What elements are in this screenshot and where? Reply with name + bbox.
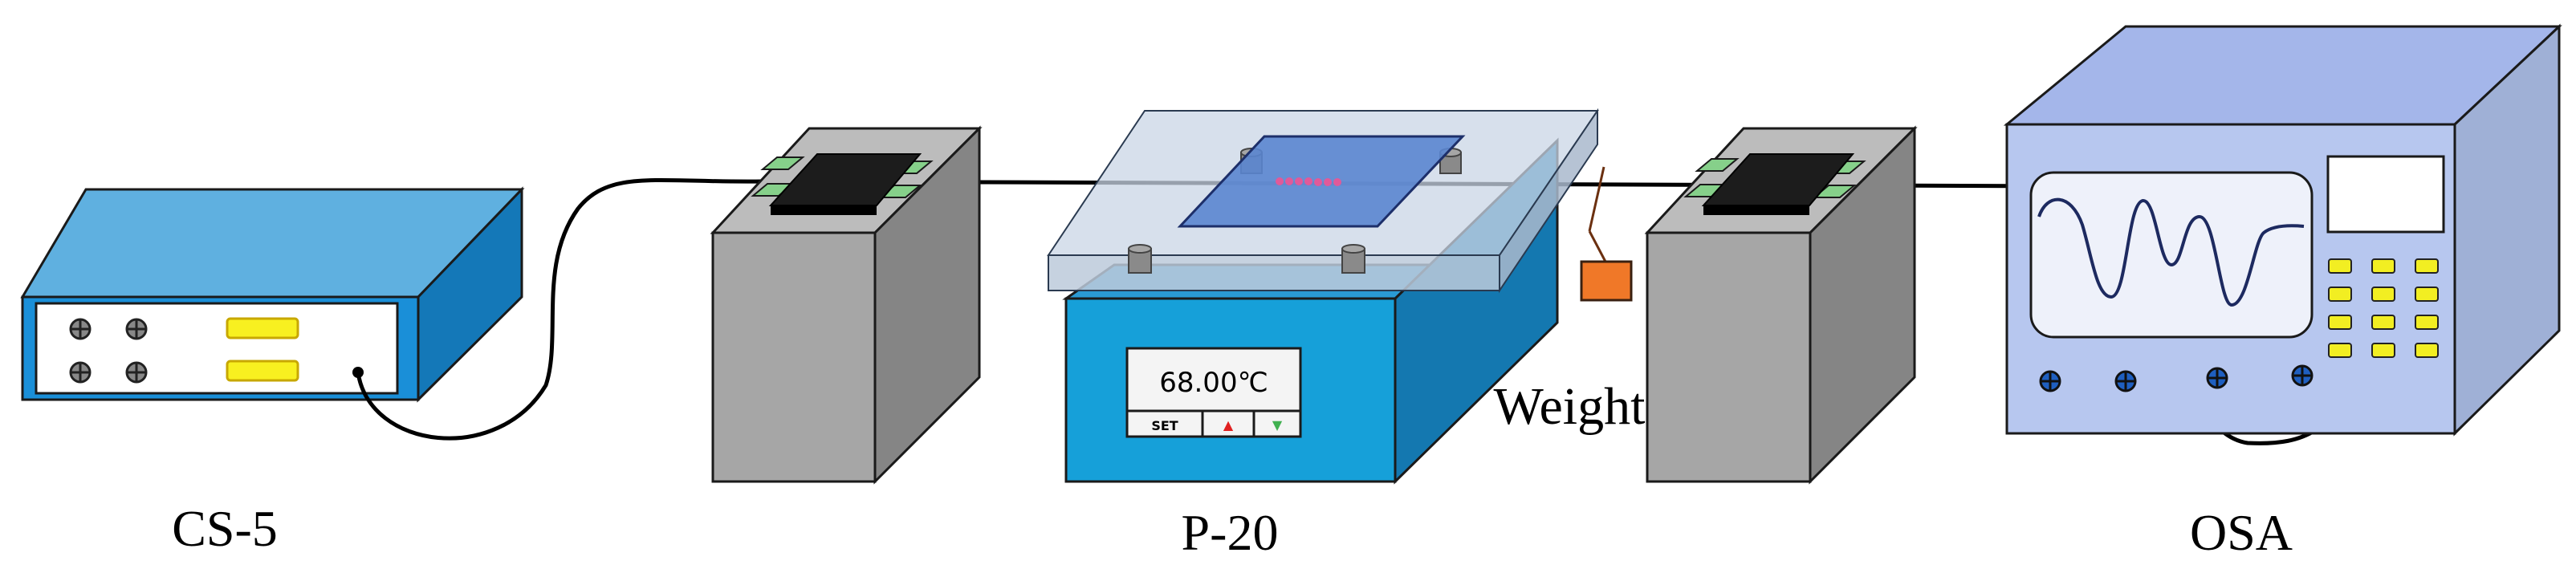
left-holder-front [711,231,877,483]
cs5-knob-icon [125,318,148,340]
cs5-instrument [20,186,525,403]
fiber-cable [356,177,2364,445]
cs5-knob-icon [125,361,148,384]
heater-down-arrow-icon[interactable]: ▼ [1272,417,1283,433]
cs5-knob-icon [69,318,92,340]
heater-temperature-readout: 68.00℃ [1159,367,1268,399]
weight-string [1588,166,1605,232]
fiber-grating-segment [1276,177,1341,186]
glass-plate-assembly [1047,108,1599,294]
cs5-front-panel [35,302,399,395]
osa-port-icon [2206,367,2228,389]
glass-plate-front [1048,254,1500,291]
osa-key[interactable] [2328,315,2352,330]
osa-key[interactable] [2415,315,2439,330]
osa-key[interactable] [2371,343,2395,358]
cs5-yellow-button [226,317,299,339]
osa-instrument [2003,23,2562,437]
osa-key[interactable] [2328,343,2352,358]
osa-keypad [2328,258,2439,358]
p20-label: P-20 [1182,504,1279,561]
osa-port-icon [2291,364,2314,387]
osa-key[interactable] [2328,287,2352,302]
osa-spectrum-trace [2037,197,2305,307]
osa-key[interactable] [2415,287,2439,302]
osa-port-icon [2114,370,2137,392]
heater-up-arrow-icon[interactable]: ▲ [1223,417,1234,433]
heater-set-button[interactable]: SET [1151,418,1178,433]
osa-info-display [2326,155,2445,234]
weight-string [1588,230,1607,262]
left-fiber-holder [710,125,983,485]
glass-plate-side [1499,108,1598,294]
osa-key[interactable] [2371,258,2395,274]
hanging-weight: Weight [1494,166,1646,436]
weight-label: Weight [1494,377,1646,436]
cs5-label: CS-5 [172,500,278,557]
left-holder-clamp-edge [771,205,877,215]
right-holder-clamp-edge [1703,205,1809,215]
osa-key[interactable] [2415,258,2439,274]
osa-screen [2029,171,2314,339]
glass-spacer-post [1128,244,1152,274]
cs5-yellow-button [226,360,299,382]
right-holder-front [1646,231,1812,483]
osa-key[interactable] [2328,258,2352,274]
osa-key[interactable] [2371,315,2395,330]
glass-spacer-post [1341,244,1365,274]
heater-display [1125,347,1302,438]
right-fiber-holder [1644,125,1918,485]
left-holder-clip [760,156,805,170]
osa-port-icon [2039,370,2061,392]
weight-block [1580,260,1633,302]
osa-key[interactable] [2371,287,2395,302]
osa-label: OSA [2190,504,2293,561]
osa-key[interactable] [2415,343,2439,358]
cs5-knob-icon [69,361,92,384]
right-holder-clip [1695,158,1740,172]
